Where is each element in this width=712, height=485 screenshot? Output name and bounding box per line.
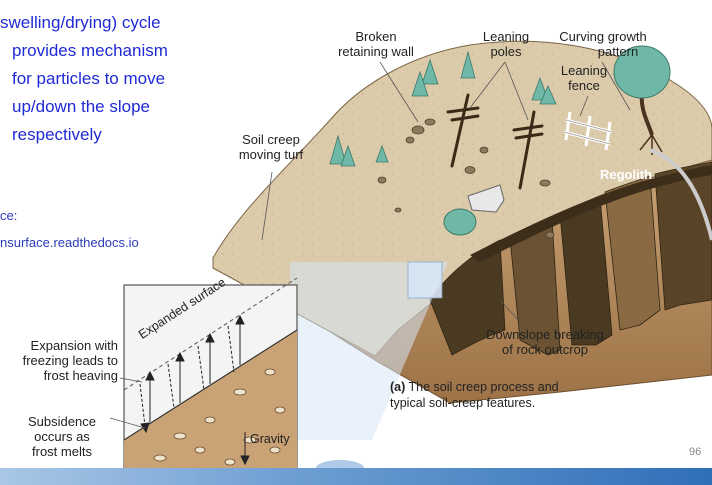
curving-tree-crown <box>613 45 671 99</box>
label-gravity: Gravity <box>250 432 290 446</box>
inset-expanded-surface <box>123 277 298 391</box>
broken-retaining-wall <box>467 184 505 213</box>
bullet-line-1: swelling/drying) cycle <box>0 13 161 32</box>
inset-marker <box>407 261 443 299</box>
label-curving-growth: Curving growth pattern <box>559 29 647 59</box>
shrub <box>443 208 477 236</box>
inset-projection <box>290 262 448 440</box>
page-number: 96 <box>689 446 702 458</box>
source-label: ce: <box>0 208 18 223</box>
label-leaning-fence: Leaning fence <box>560 63 608 93</box>
source-url[interactable]: nsurface.readthedocs.io <box>0 235 139 250</box>
pipe <box>649 148 712 241</box>
leader-lines <box>261 61 631 323</box>
label-expansion: Expansion with freezing leads to frost h… <box>22 338 118 383</box>
inset-soil <box>124 330 297 470</box>
footer-bar <box>0 468 712 485</box>
figure-caption: (a) The soil creep process and typical s… <box>390 380 559 410</box>
conifer-trees <box>329 50 557 167</box>
bullet-line-3: for particles to move <box>12 69 166 88</box>
bullet-line-5: respectively <box>12 125 102 144</box>
bullet-line-2: provides mechanism <box>12 41 168 60</box>
bullet-line-4: up/down the slope <box>12 97 150 116</box>
regolith-band <box>470 165 712 262</box>
settle-arrows <box>139 325 235 434</box>
label-regolith: Regolith <box>600 167 652 182</box>
leaning-poles <box>446 93 544 190</box>
inset-pebbles <box>153 368 286 466</box>
label-subsidence: Subsidence occurs as frost melts <box>28 414 96 459</box>
label-broken-wall: Broken retaining wall <box>338 29 414 59</box>
rock-debris <box>377 118 555 239</box>
gravity-arrow <box>240 432 250 466</box>
heave-arrows <box>145 314 245 422</box>
label-soil-creep: Soil creep moving turf <box>238 132 304 162</box>
label-leaning-poles: Leaning poles <box>482 29 530 59</box>
label-downslope: Downslope breaking of rock outcrop <box>486 327 604 357</box>
